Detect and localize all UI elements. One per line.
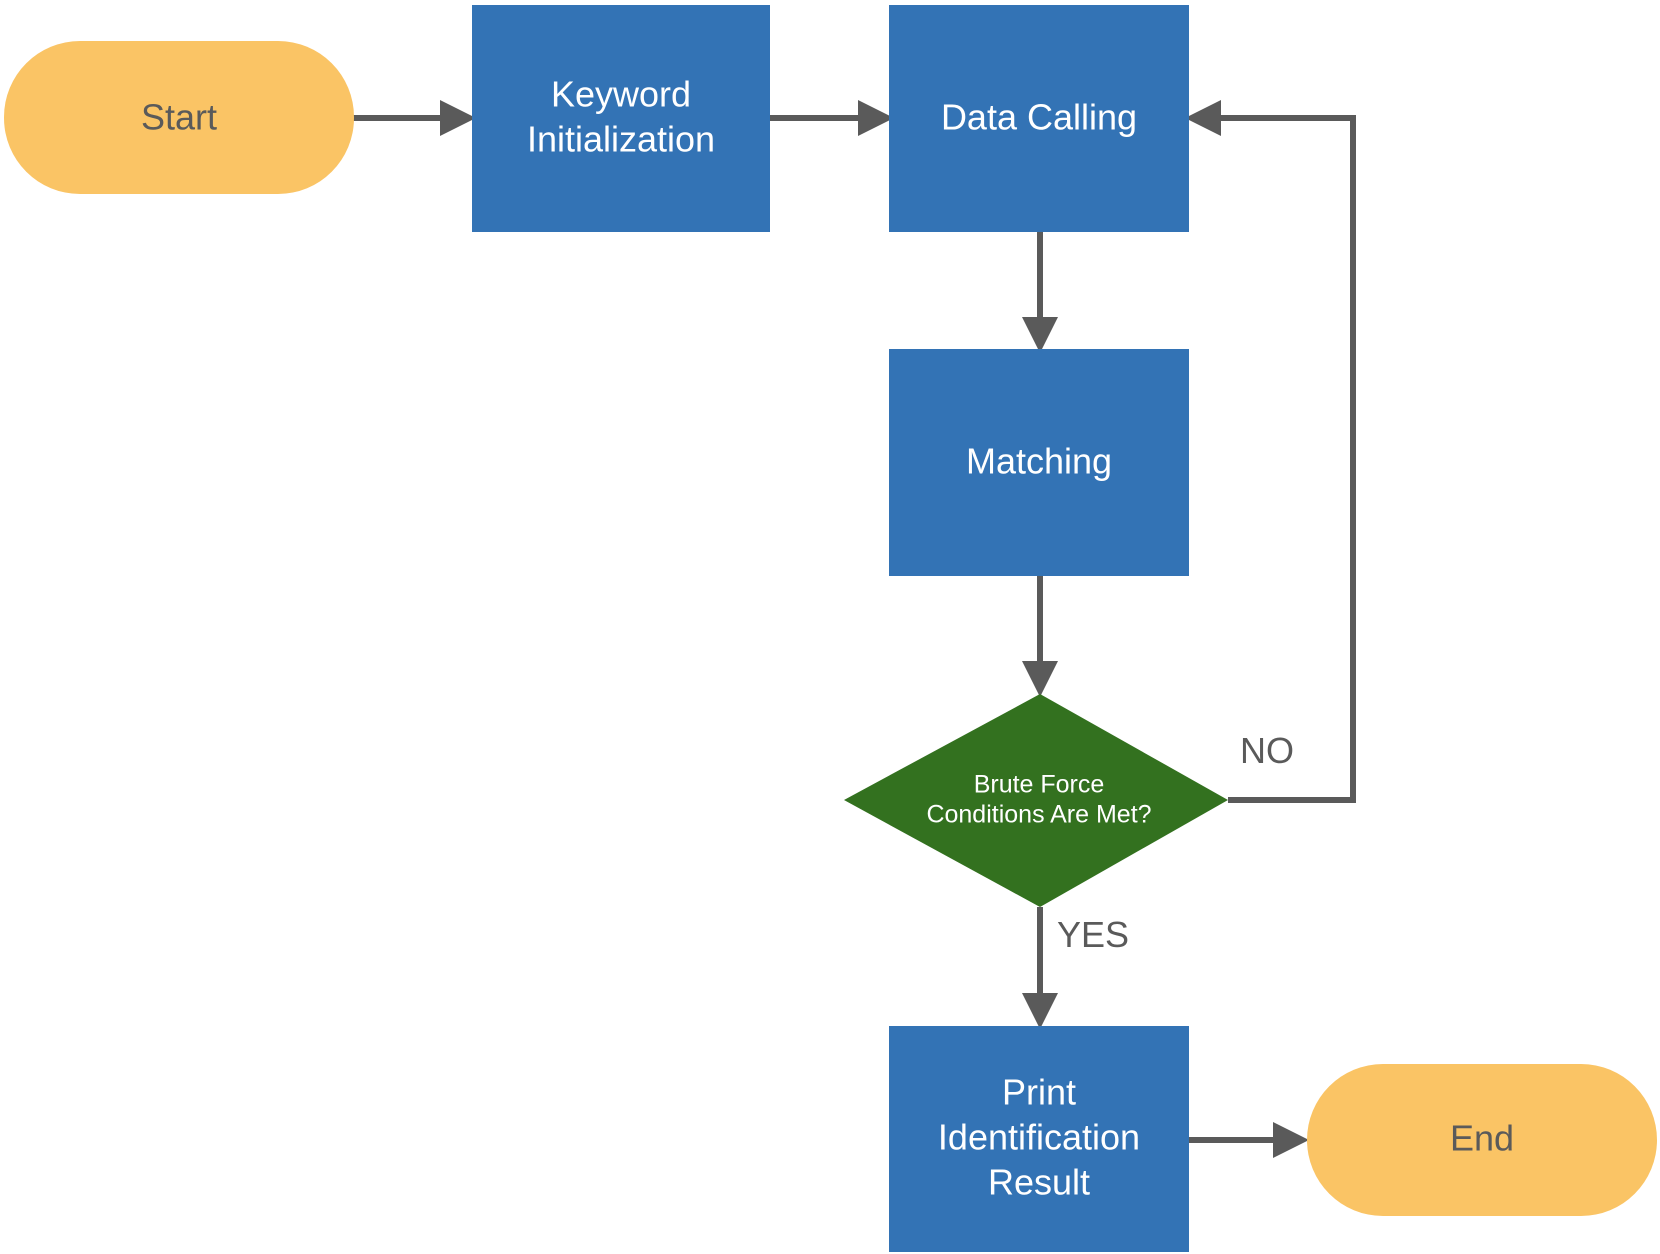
print-identification-result-node: Print Identification Result [889, 1026, 1189, 1252]
print-result-line3: Result [988, 1162, 1090, 1203]
no-label: NO [1240, 730, 1294, 771]
start-node: Start [4, 41, 354, 194]
end-label: End [1450, 1118, 1514, 1159]
decision-line2: Conditions Are Met? [926, 801, 1151, 829]
end-node: End [1307, 1064, 1657, 1216]
edge-decision-no-loop [1185, 100, 1356, 803]
start-label: Start [141, 97, 217, 138]
brute-force-decision-node: Brute Force Conditions Are Met? [844, 694, 1228, 907]
keyword-initialization-line2: Initialization [527, 119, 715, 160]
yes-label: YES [1057, 914, 1129, 955]
matching-node: Matching [889, 349, 1189, 576]
connectors [352, 100, 1356, 1158]
matching-label: Matching [966, 441, 1112, 482]
keyword-initialization-node: Keyword Initialization [472, 5, 770, 232]
decision-line1: Brute Force [974, 771, 1105, 799]
data-calling-node: Data Calling [889, 5, 1189, 232]
data-calling-label: Data Calling [941, 97, 1137, 138]
print-result-line2: Identification [938, 1117, 1140, 1158]
keyword-initialization-line1: Keyword [551, 74, 691, 115]
print-result-line1: Print [1002, 1072, 1076, 1113]
